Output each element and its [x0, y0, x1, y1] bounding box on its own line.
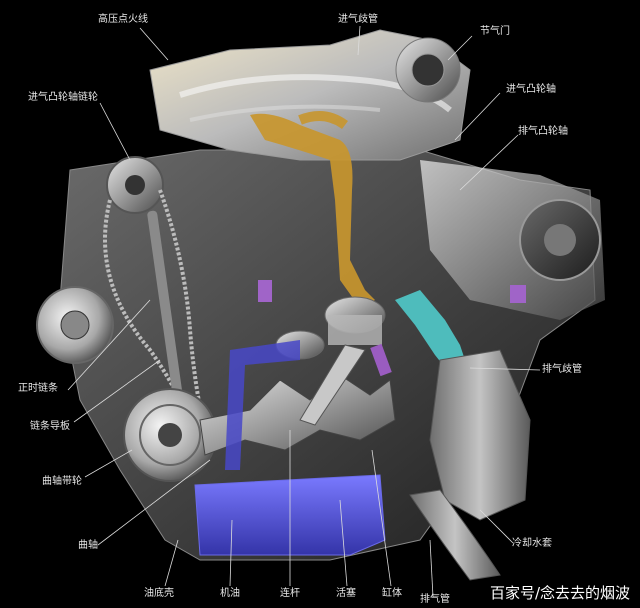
- label-intake-manifold: 进气歧管: [338, 14, 378, 25]
- label-oil: 机油: [220, 588, 240, 599]
- label-chain-guide: 链条导板: [30, 421, 70, 432]
- intake-manifold: [149, 29, 471, 161]
- label-connecting-rod: 连杆: [280, 588, 300, 599]
- exhaust-pipe: [409, 489, 501, 581]
- label-ignition-coil: 高压点火线: [98, 14, 148, 25]
- label-cylinder-block: 缸体: [382, 588, 402, 599]
- watermark: 百家号/念去去的烟波: [489, 584, 630, 602]
- crankshaft: [199, 374, 396, 456]
- exhaust-runner: [395, 290, 470, 380]
- label-oil-pan: 油底壳: [144, 588, 174, 599]
- label-intake-camshaft: 进气凸轮轴: [506, 84, 556, 95]
- label-timing-chain: 正时链条: [18, 383, 58, 394]
- exhaust-manifold: [429, 349, 531, 521]
- chain-guide: [147, 210, 183, 400]
- label-piston: 活塞: [336, 588, 356, 599]
- label-intake-cam-sprocket: 进气凸轮轴链轮: [28, 92, 98, 103]
- label-crank-pulley: 曲轴带轮: [42, 476, 82, 487]
- oil-gallery: [225, 340, 300, 470]
- label-exhaust-pipe: 排气管: [420, 594, 450, 605]
- intake-runner: [250, 113, 375, 308]
- label-throttle: 节气门: [480, 26, 510, 37]
- label-exhaust-manifold: 排气歧管: [542, 364, 582, 375]
- label-exhaust-camshaft: 排气凸轮轴: [518, 126, 568, 137]
- connecting-rod: [299, 344, 366, 426]
- leader-lines: [67, 25, 541, 598]
- label-coolant-jacket: 冷却水套: [512, 538, 552, 549]
- label-crankshaft: 曲轴: [78, 540, 98, 551]
